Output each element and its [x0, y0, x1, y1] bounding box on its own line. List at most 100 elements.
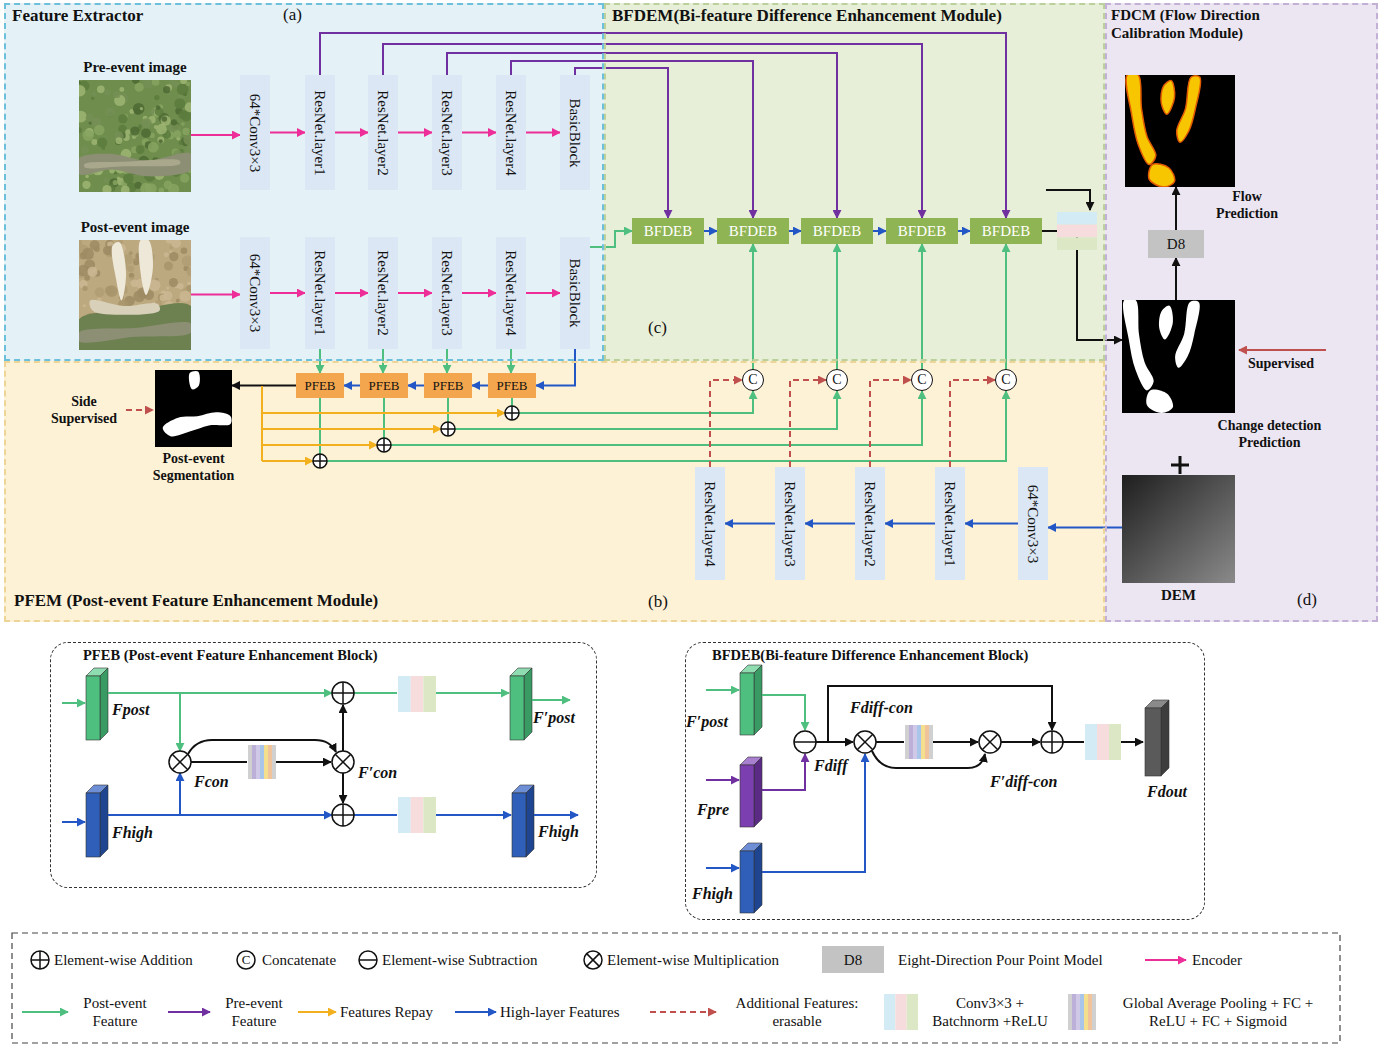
flow-line — [762, 754, 865, 872]
image-texture — [131, 279, 139, 287]
image-texture — [169, 278, 178, 287]
connector — [398, 292, 432, 294]
detail-panel: PFEB (Post-event Feature Enhancement Blo… — [50, 642, 597, 888]
connector — [536, 349, 575, 386]
legend-text: Global Average Pooling + FC + ReLU + FC … — [1104, 994, 1332, 1030]
connector — [446, 349, 448, 373]
connector — [885, 523, 935, 525]
symbol-stroke — [39, 951, 41, 969]
layer-icon — [398, 797, 436, 833]
feature-map — [740, 757, 762, 827]
connector — [320, 391, 1006, 461]
image-texture — [171, 240, 180, 248]
legend-text: Pre-event Feature — [214, 994, 294, 1030]
legend-text: Conv3×3 + Batchnorm +ReLU — [926, 994, 1054, 1030]
image-texture — [95, 287, 105, 297]
annotation-label: C — [236, 951, 256, 969]
flow-line — [436, 692, 509, 694]
times-symbol — [854, 731, 876, 753]
flow-line — [179, 693, 181, 751]
annotation-label: (b) — [648, 592, 668, 612]
connector — [472, 385, 488, 387]
feature-map-front — [86, 793, 100, 857]
detail-heading: BFDEB(Bi-feature Difference Enhancement … — [712, 647, 1152, 664]
feature-map-side — [524, 668, 532, 740]
image-texture — [141, 128, 151, 138]
block-label: PFEB — [496, 378, 527, 394]
pfeb-detail — [62, 668, 578, 857]
connector — [319, 349, 321, 373]
module-heading: PFEM (Post-event Feature Enhancement Mod… — [14, 591, 514, 611]
feature-map-front — [740, 851, 754, 913]
connector — [790, 380, 826, 467]
connector — [590, 231, 632, 247]
module-panel: BFDEM(Bi-feature Difference Enhancement … — [604, 3, 1105, 361]
image-panel: Change detection Prediction — [1122, 300, 1235, 413]
image-texture — [97, 85, 105, 93]
image-texture — [113, 91, 120, 98]
image-texture — [85, 175, 89, 179]
image-texture — [163, 86, 170, 93]
module-heading: Feature Extractor — [12, 6, 312, 26]
feature-map — [740, 665, 762, 735]
connector — [870, 380, 911, 467]
image-texture — [103, 246, 113, 256]
image-texture — [148, 142, 159, 153]
layer-label: ResNet.layer2 — [861, 481, 879, 566]
layer-stripe — [884, 994, 895, 1030]
image-texture — [185, 102, 191, 112]
symbol-ring — [441, 422, 455, 436]
flow-line — [762, 695, 805, 730]
flow-line — [1145, 959, 1186, 961]
plus-symbol — [313, 454, 327, 468]
flow-line — [168, 1011, 210, 1013]
image-texture — [134, 258, 137, 261]
legend-box-sample — [822, 946, 884, 973]
layer-label: ResNet.layer4 — [502, 250, 520, 335]
image-texture — [164, 261, 173, 270]
feature-label: Fdiff-con — [850, 698, 913, 717]
connector — [408, 385, 424, 387]
image-panel: Post-event Segmentation — [155, 370, 232, 447]
image-shape — [1175, 301, 1200, 368]
image-shape — [84, 159, 181, 168]
flow-line — [191, 761, 247, 763]
image-texture — [154, 125, 158, 129]
flow-line — [1239, 349, 1326, 351]
block-box: PFEB — [488, 373, 536, 398]
feature-map-front — [86, 676, 100, 740]
image-shape — [1123, 300, 1154, 390]
annotation-label: (c) — [648, 318, 667, 338]
layer-stripe — [256, 745, 260, 779]
image-illustration — [1122, 300, 1235, 413]
flow-line — [22, 1011, 68, 1013]
legend-text: Post-event Feature — [72, 994, 158, 1030]
flow-line — [342, 705, 344, 751]
legend-text: Eight-Direction Pour Point Model — [898, 951, 1103, 969]
times-symbol — [584, 951, 602, 969]
symbol-stroke — [172, 754, 188, 770]
image-texture — [140, 183, 152, 192]
symbol-stroke — [172, 754, 188, 770]
connector — [511, 61, 753, 218]
connector — [270, 132, 305, 134]
layer-stripe — [1088, 994, 1092, 1030]
image-shape — [163, 412, 232, 436]
image-texture — [169, 246, 172, 249]
connector — [512, 391, 753, 413]
layer-icon — [1085, 724, 1121, 760]
flow-line — [706, 689, 739, 691]
block-box: BFDEB — [886, 218, 958, 244]
layer-label: 64*Conv3×3 — [246, 254, 264, 332]
image-texture — [125, 129, 130, 134]
symbol-stroke — [587, 954, 600, 967]
feature-label: F′post — [686, 712, 728, 731]
annotation-label: (d) — [1297, 590, 1317, 610]
feature-label: F′con — [358, 763, 397, 782]
image-shape — [189, 371, 200, 389]
image-texture — [97, 137, 107, 147]
flow-line — [816, 741, 853, 743]
symbol-stroke — [857, 734, 873, 750]
image-texture — [166, 287, 169, 290]
connector — [921, 244, 923, 369]
